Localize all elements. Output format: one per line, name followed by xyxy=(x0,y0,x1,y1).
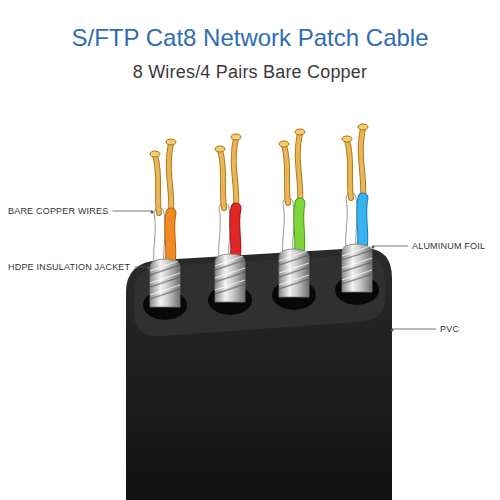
leader-dot xyxy=(372,246,375,249)
leader-dot xyxy=(391,329,394,332)
wire-pair xyxy=(150,139,180,307)
leader-line xyxy=(112,211,152,212)
leader-line xyxy=(373,246,408,247)
leader-dot xyxy=(151,211,154,214)
subtitle: 8 Wires/4 Pairs Bare Copper xyxy=(0,62,500,83)
wire-pair xyxy=(342,124,372,292)
leader-line xyxy=(392,329,436,330)
wire-pair xyxy=(215,134,245,302)
wire-pair xyxy=(279,129,309,297)
title: S/FTP Cat8 Network Patch Cable xyxy=(0,24,500,52)
callout-label: HDPE INSULATION JACKET xyxy=(8,262,130,272)
leader-line xyxy=(134,267,149,268)
leader-dot xyxy=(148,267,151,270)
callout-label: ALUMINUM FOIL xyxy=(412,241,485,251)
callout-label: PVC xyxy=(440,324,459,334)
callout-label: BARE COPPER WIRES xyxy=(8,206,108,216)
